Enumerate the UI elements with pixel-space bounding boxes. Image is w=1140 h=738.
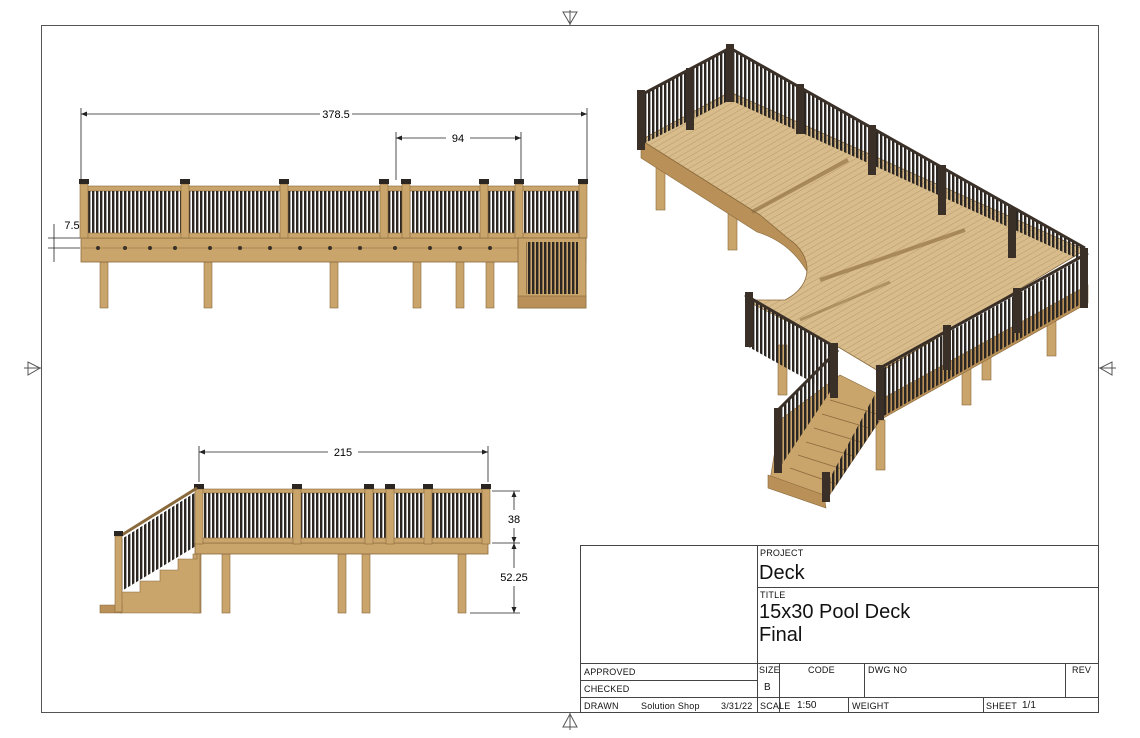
tb-divider: [779, 663, 780, 713]
dim-front-section: 94: [452, 133, 464, 145]
dim-side-deck-height: 52.25: [500, 572, 528, 584]
tb-divider: [864, 663, 865, 697]
tb-divider: [581, 663, 1099, 664]
weight-label: WEIGHT: [852, 701, 890, 711]
scale-label: SCALE: [760, 701, 791, 711]
drawn-label: DRAWN: [584, 701, 619, 711]
tb-divider: [983, 697, 984, 713]
center-marks: [24, 10, 1116, 730]
rev-label: REV: [1072, 665, 1092, 675]
dim-front-overall: 378.5: [322, 109, 350, 121]
sheet-label: SHEET: [986, 701, 1018, 711]
tb-divider: [1065, 663, 1066, 697]
drawn-by: Solution Shop: [641, 701, 700, 711]
code-label: CODE: [808, 665, 835, 675]
side-elevation-view: 215 38 52.25: [99, 446, 528, 614]
isometric-view: [637, 44, 1089, 509]
dwg-no-label: DWG NO: [868, 665, 908, 675]
size-value: B: [764, 682, 771, 693]
title-block: PROJECT Deck TITLE 15x30 Pool Deck Final…: [580, 545, 1099, 713]
tb-divider: [757, 587, 1099, 588]
tb-divider: [581, 680, 757, 681]
dim-side-rail-height: 38: [508, 514, 520, 526]
tb-divider: [757, 546, 758, 713]
tb-divider: [581, 697, 1099, 698]
dim-side-width: 215: [334, 447, 352, 459]
project-value: Deck: [759, 562, 805, 584]
drawn-date: 3/31/22: [721, 701, 753, 711]
tb-divider: [848, 697, 849, 713]
title-line-1: 15x30 Pool Deck: [759, 601, 911, 623]
approved-label: APPROVED: [584, 667, 636, 677]
checked-label: CHECKED: [584, 684, 630, 694]
size-label: SIZE: [759, 665, 780, 675]
dim-front-rise: 7.5: [64, 220, 79, 232]
scale-value: 1:50: [797, 700, 817, 711]
project-label: PROJECT: [760, 548, 804, 558]
front-elevation-view: 378.5 94 7.5: [48, 108, 588, 309]
sheet-value: 1/1: [1022, 700, 1036, 711]
title-label: TITLE: [760, 590, 786, 600]
title-line-2: Final: [759, 624, 803, 646]
